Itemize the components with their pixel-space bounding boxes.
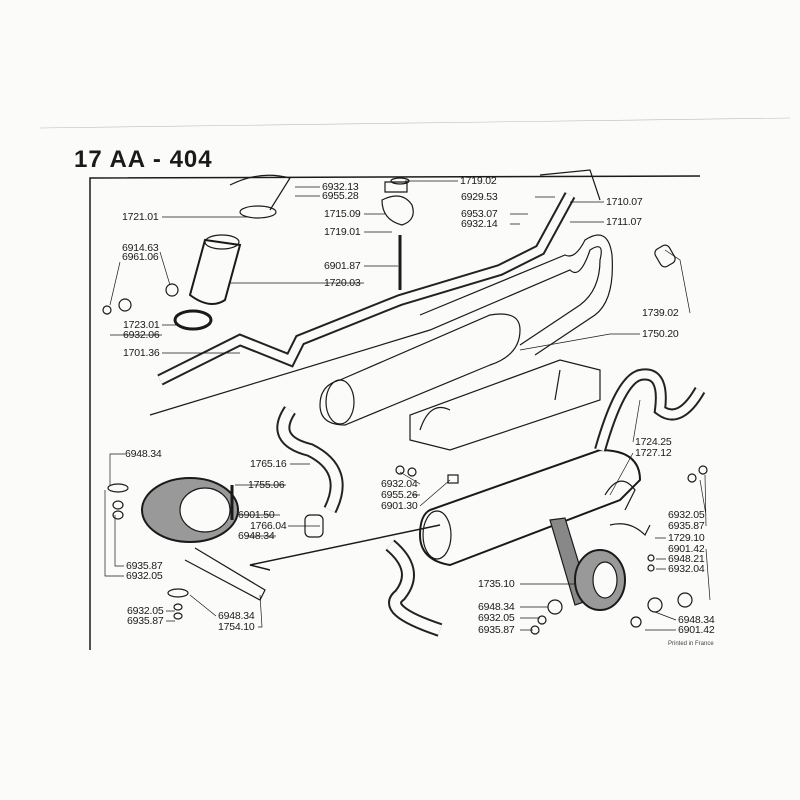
part-label: 1739.02 — [642, 307, 679, 319]
part-label: 6901.50 — [238, 509, 275, 521]
flange — [239, 205, 277, 219]
part-label: 1723.01 — [123, 319, 160, 331]
part-label: 1724.25 — [635, 436, 672, 448]
support-plate — [609, 523, 651, 537]
part-label: 6932.06 — [123, 329, 160, 341]
part-label: 6932.04 — [668, 563, 705, 575]
part-label: 6935.87 — [126, 560, 163, 572]
bracket — [184, 547, 266, 601]
arrow — [249, 524, 441, 571]
part-label: 6932.05 — [478, 612, 515, 624]
part-label: 6901.87 — [324, 260, 361, 272]
part-label: 6935.87 — [478, 624, 515, 636]
part-label: 6901.42 — [668, 543, 705, 555]
printed-in-france-note: Printed in France — [668, 641, 714, 647]
spring-clip — [604, 480, 636, 511]
part-label: 6932.05 — [126, 570, 163, 582]
main-muffler — [418, 448, 642, 567]
part-label: 1719.01 — [324, 226, 361, 238]
part-label: 1755.06 — [248, 479, 285, 491]
leader-lines — [104, 180, 711, 631]
part-label: 1711.07 — [606, 216, 642, 228]
part-label: 6932.13 — [322, 181, 359, 193]
part-label: 6901.30 — [381, 500, 418, 512]
part-label: 1765.16 — [250, 458, 287, 470]
rear-muffler — [319, 313, 521, 426]
part-label: 6948.21 — [668, 553, 705, 565]
part-label: 6948.34 — [218, 610, 255, 622]
clamp — [173, 309, 213, 331]
rubber-hanger — [381, 181, 414, 226]
heat-shield — [409, 359, 601, 451]
part-label: 1721.01 — [122, 211, 159, 223]
part-label: 1727.12 — [635, 447, 672, 459]
part-label: 6932.04 — [381, 478, 418, 490]
part-label: 1720.03 — [324, 277, 361, 289]
part-label: 6948.34 — [125, 448, 162, 460]
part-label: 6955.28 — [322, 190, 359, 202]
part-label: 6932.05 — [127, 605, 164, 617]
part-label: 6948.34 — [678, 614, 715, 626]
part-label: 6948.34 — [238, 530, 275, 542]
part-label: 1729.10 — [668, 532, 705, 544]
part-label: 1701.36 — [123, 347, 160, 359]
part-label: 6935.87 — [668, 520, 705, 532]
part-label: 6914.63 — [122, 242, 159, 254]
part-label: 6935.87 — [127, 615, 164, 627]
part-label: 1750.20 — [642, 328, 679, 340]
part-label: 6932.14 — [461, 218, 498, 230]
part-label: 1715.09 — [324, 208, 361, 220]
frame-border — [89, 175, 701, 650]
part-label: 1735.10 — [478, 578, 515, 590]
part-label: 6932.05 — [668, 509, 705, 521]
part-label: 6901.42 — [678, 624, 715, 636]
part-label: 1766.04 — [250, 520, 287, 532]
resonator-cylinder — [188, 238, 242, 305]
part-label: 6929.53 — [461, 191, 498, 203]
part-label: 6955.26 — [381, 489, 418, 501]
intermediate-pipe — [149, 246, 602, 416]
part-label: 6948.34 — [478, 601, 515, 613]
part-label: 1719.02 — [460, 175, 497, 187]
part-label: 1710.07 — [606, 196, 643, 208]
part-label: 6961.06 — [122, 251, 159, 263]
sleeve — [654, 244, 676, 268]
manifold — [229, 169, 601, 211]
part-label: 1754.10 — [218, 621, 255, 633]
page-title: 17 AA - 404 — [74, 146, 213, 173]
part-label: 6953.07 — [461, 208, 498, 220]
